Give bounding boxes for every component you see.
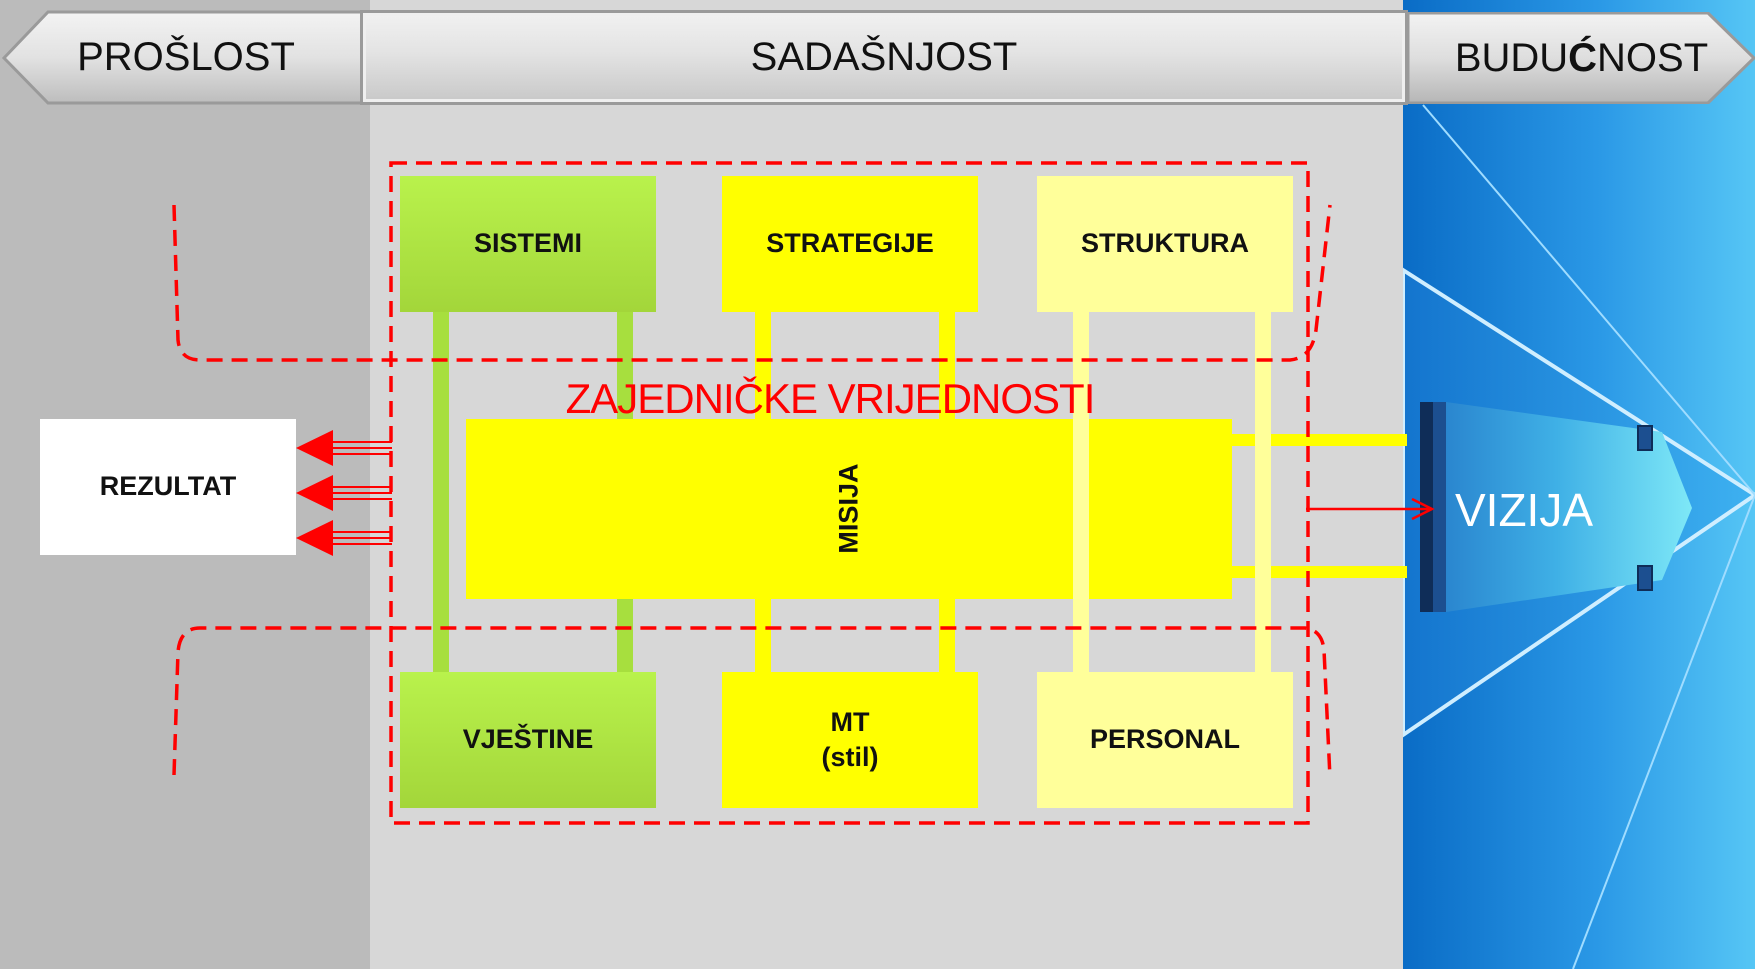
strategies-box: STRATEGIJE — [722, 176, 978, 312]
personnel-box: PERSONAL — [1037, 672, 1293, 808]
connector-bar — [1232, 566, 1407, 578]
arrow-icon — [296, 475, 392, 511]
result-box: REZULTAT — [40, 419, 296, 555]
connector-bar — [1232, 434, 1407, 446]
vision-label: VIZIJA — [1455, 484, 1594, 536]
style-label: (stil) — [821, 742, 879, 772]
strategies-label: STRATEGIJE — [766, 228, 934, 259]
lower-bracket-outline — [172, 626, 1332, 779]
past-label: PROŠLOST — [77, 35, 295, 79]
connector-bar — [1073, 419, 1089, 599]
upper-bracket-outline — [172, 204, 1332, 362]
structure-box: STRUKTURA — [1037, 176, 1293, 312]
result-arrows — [296, 430, 392, 556]
connector-bar — [1255, 419, 1271, 599]
skills-box: VJEŠTINE — [400, 672, 656, 808]
present-header: SADAŠNJOST — [360, 10, 1408, 105]
management-style-box: MT (stil) — [722, 672, 978, 808]
mission-to-vision-arrow — [1306, 497, 1435, 521]
connector-bar — [433, 312, 449, 672]
present-label: SADAŠNJOST — [750, 35, 1018, 79]
systems-label: SISTEMI — [473, 228, 582, 259]
arrow-icon — [296, 520, 392, 556]
skills-label: VJEŠTINE — [462, 724, 594, 755]
past-header: PROŠLOST — [0, 10, 372, 105]
mt-label: MT — [830, 706, 870, 737]
personnel-label: PERSONAL — [1089, 724, 1241, 755]
mission-box: MISIJA — [466, 419, 1232, 599]
seven-s-outline — [389, 161, 1310, 825]
future-label: BUDUĆNOST — [1454, 35, 1709, 80]
future-header: BUDUĆNOST — [1408, 12, 1755, 104]
shared-values-label: ZAJEDNIČKE VRIJEDNOSTI — [565, 375, 1096, 422]
systems-box: SISTEMI — [400, 176, 656, 312]
structure-label: STRUKTURA — [1081, 228, 1249, 259]
result-label: REZULTAT — [99, 471, 237, 502]
arrow-icon — [296, 430, 392, 466]
